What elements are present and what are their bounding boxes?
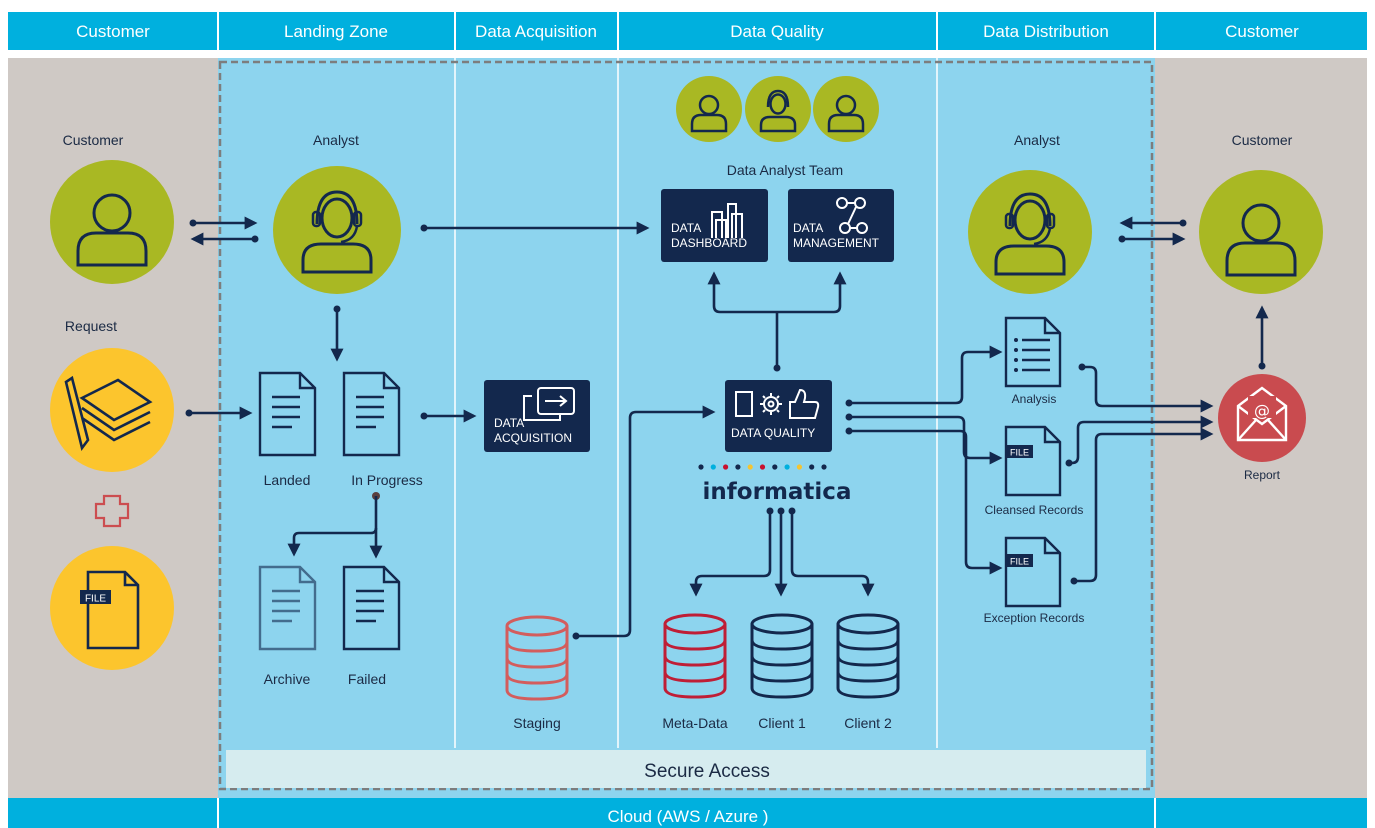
column-header-landing-zone: Landing Zone bbox=[284, 22, 388, 41]
network-icon bbox=[836, 197, 868, 234]
envelope-icon bbox=[1236, 386, 1288, 442]
column-header-data-acquisition: Data Acquisition bbox=[475, 22, 597, 41]
analyst-right-avatar bbox=[968, 170, 1092, 294]
person-icon bbox=[827, 94, 865, 133]
data-analyst-team-label: Data Analyst Team bbox=[727, 162, 843, 178]
header-bar bbox=[8, 12, 1367, 50]
column-header-data-quality: Data Quality bbox=[730, 22, 824, 41]
at-symbol: @ bbox=[1254, 401, 1270, 420]
exception-records-label: Exception Records bbox=[984, 611, 1085, 625]
data-management-line2: MANAGEMENT bbox=[793, 236, 880, 250]
in-progress-label: In Progress bbox=[351, 472, 423, 488]
analysis-label: Analysis bbox=[1012, 392, 1057, 406]
cleansed-file-tag: FILE bbox=[1010, 448, 1029, 458]
file-circle bbox=[50, 546, 174, 670]
data-acquisition-line2: ACQUISITION bbox=[494, 431, 572, 445]
analysis-document-icon bbox=[1004, 316, 1062, 388]
brand-dot bbox=[809, 464, 815, 470]
plus-icon bbox=[94, 494, 130, 528]
data-dashboard-line1: DATA bbox=[671, 221, 701, 235]
brand-dot bbox=[784, 464, 790, 470]
customer-left-avatar bbox=[50, 160, 174, 284]
client2-label: Client 2 bbox=[844, 715, 892, 731]
thumbs-up-icon bbox=[789, 388, 820, 419]
transfer-icon bbox=[523, 387, 575, 421]
footer-bar bbox=[8, 798, 1367, 828]
headset-person-icon bbox=[759, 89, 797, 133]
file-icon: FILE bbox=[80, 570, 140, 650]
column-header-customer-left: Customer bbox=[76, 22, 150, 41]
data-acquisition-line1: DATA bbox=[494, 416, 524, 430]
brand-dot bbox=[796, 464, 803, 470]
metadata-label: Meta-Data bbox=[662, 715, 728, 731]
failed-label: Failed bbox=[348, 671, 386, 687]
connectors bbox=[185, 216, 1269, 640]
customer-right-avatar bbox=[1199, 170, 1323, 294]
brand-dot bbox=[698, 464, 704, 470]
client1-label: Client 1 bbox=[758, 715, 806, 731]
brand-dot bbox=[735, 464, 741, 470]
column-header-customer-right: Customer bbox=[1225, 22, 1299, 41]
exception-file-tag: FILE bbox=[1010, 557, 1029, 567]
dashboard-icon bbox=[711, 203, 743, 238]
papers-pen-icon bbox=[64, 375, 153, 451]
exception-file-icon: FILE bbox=[1004, 536, 1062, 608]
data-quality-box-label: DATA QUALITY bbox=[731, 426, 815, 440]
request-label: Request bbox=[65, 318, 117, 334]
brand-dot bbox=[710, 464, 716, 470]
secure-access-bar bbox=[226, 750, 1146, 788]
brand-dot bbox=[723, 464, 729, 470]
gear-icon bbox=[735, 391, 782, 417]
brand-dot bbox=[747, 464, 753, 470]
analyst-left-label: Analyst bbox=[313, 132, 359, 148]
brand-dot bbox=[821, 464, 827, 470]
secure-access-label: Secure Access bbox=[644, 761, 770, 782]
file-tag-label: FILE bbox=[85, 594, 106, 605]
analyst-left-avatar bbox=[273, 166, 401, 294]
person-icon bbox=[690, 94, 728, 133]
customer-right-label: Customer bbox=[1232, 132, 1293, 148]
cleansed-file-icon: FILE bbox=[1004, 425, 1062, 497]
cloud-label: Cloud (AWS / Azure ) bbox=[608, 807, 769, 826]
staging-label: Staging bbox=[513, 715, 560, 731]
column-header-data-distribution: Data Distribution bbox=[983, 22, 1109, 41]
archive-label: Archive bbox=[264, 671, 311, 687]
customer-left-label: Customer bbox=[63, 132, 124, 148]
cleansed-records-label: Cleansed Records bbox=[985, 503, 1084, 517]
request-circle bbox=[50, 348, 174, 472]
brand-dot bbox=[772, 464, 778, 470]
data-dashboard-line2: DASHBOARD bbox=[671, 236, 747, 250]
informatica-dots bbox=[698, 464, 827, 470]
brand-dot bbox=[759, 464, 766, 470]
data-management-line1: DATA bbox=[793, 221, 823, 235]
informatica-logo: informatica bbox=[703, 479, 852, 505]
analyst-right-label: Analyst bbox=[1014, 132, 1060, 148]
report-label: Report bbox=[1244, 468, 1281, 482]
secure-boundary bbox=[218, 60, 1154, 791]
data-dashboard-box bbox=[661, 189, 768, 262]
landed-label: Landed bbox=[264, 472, 311, 488]
